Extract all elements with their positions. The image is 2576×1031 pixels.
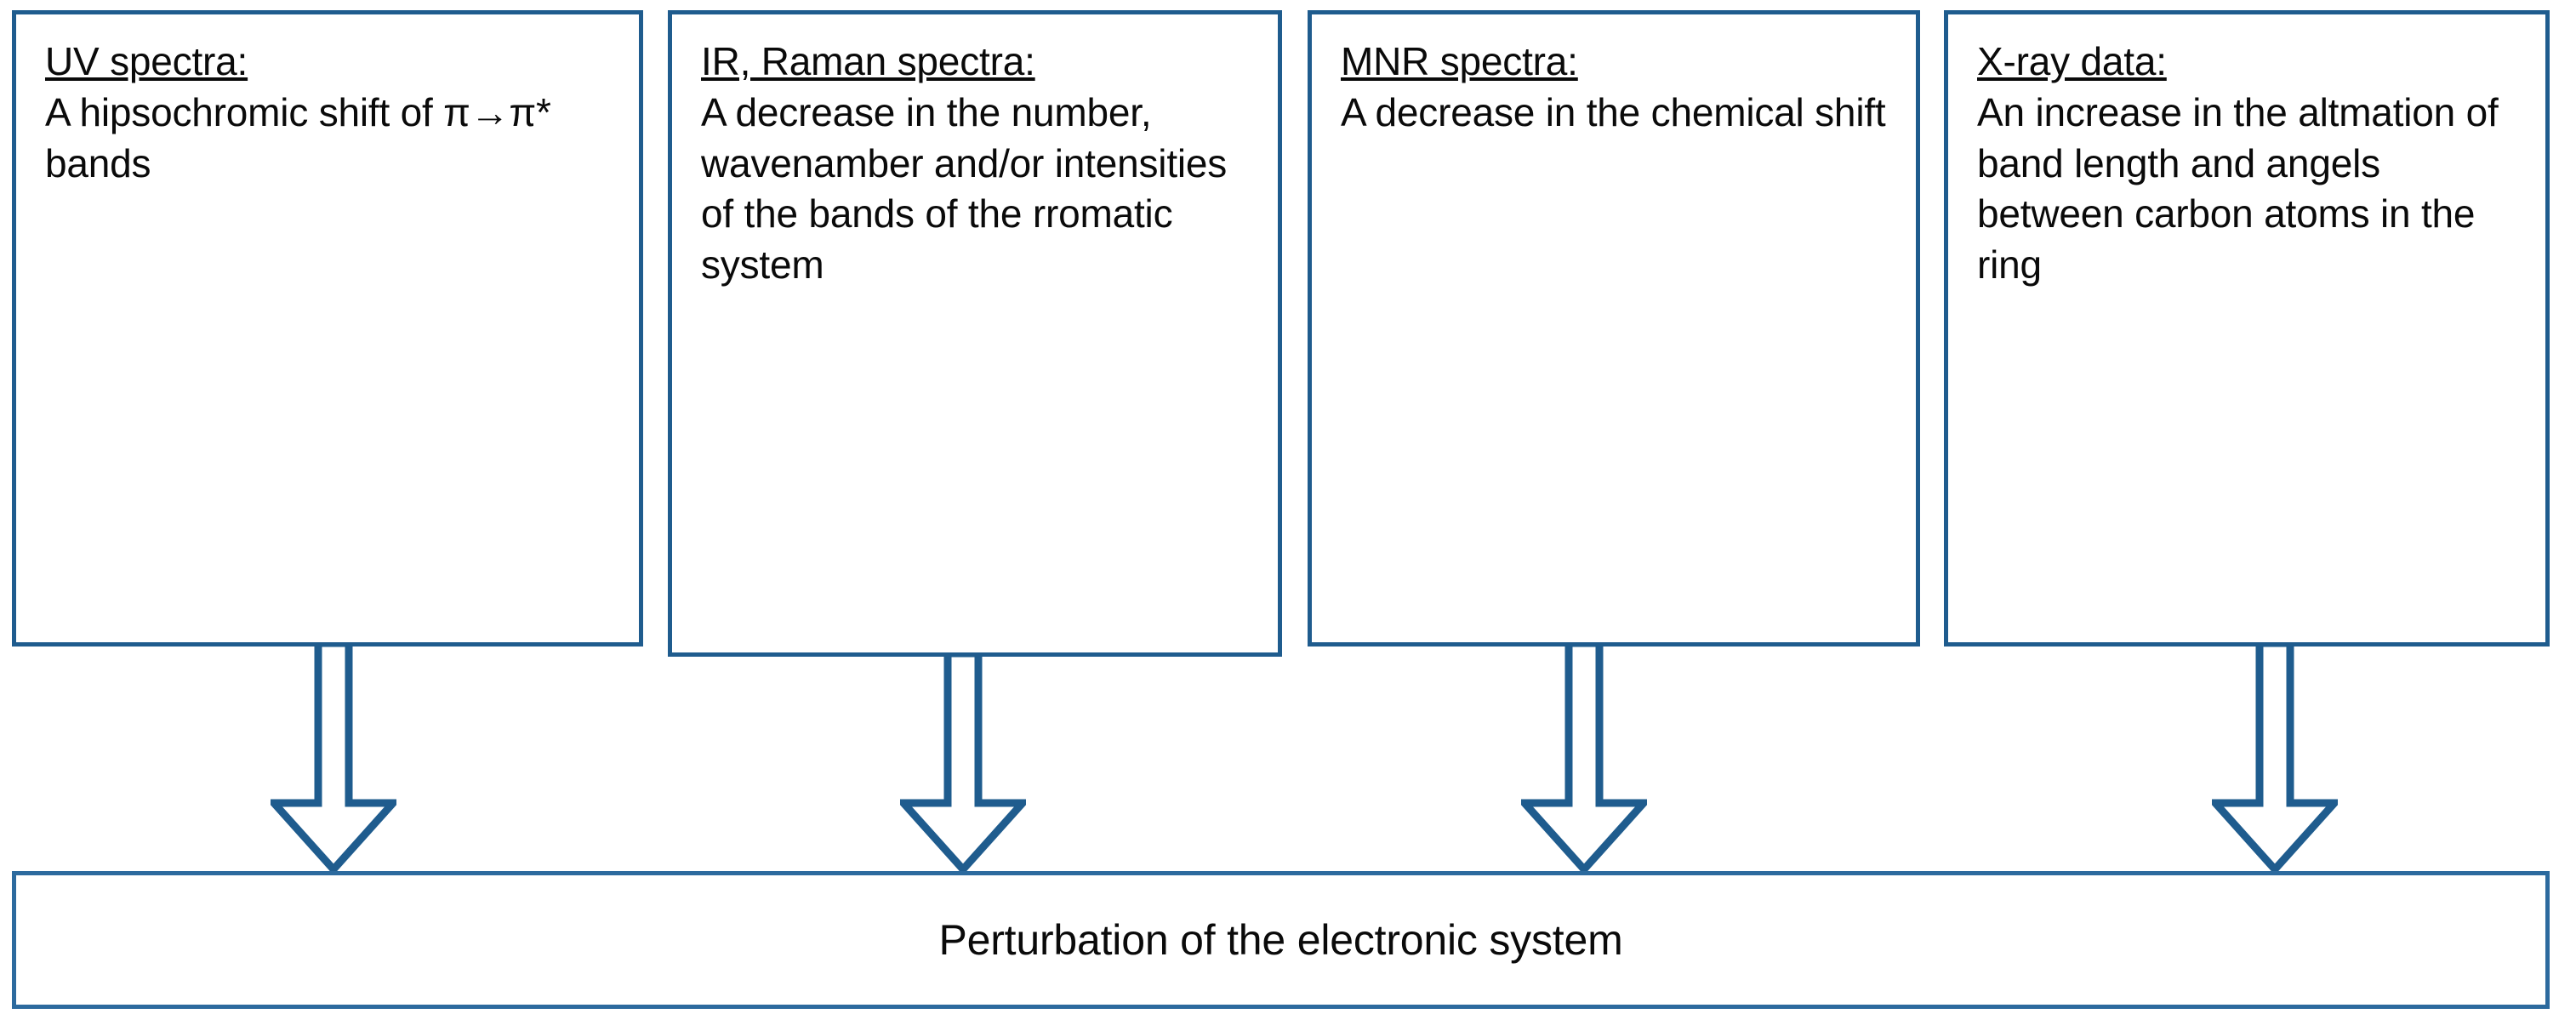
node-mnr-spectra[interactable]: MNR spectra: A decrease in the chemical … [1308, 10, 1920, 647]
down-block-arrow-icon [271, 643, 396, 874]
node-uv-spectra-title-line: UV spectra: [45, 37, 613, 88]
node-xray-data-title: X-ray data: [1977, 39, 2167, 83]
connector-arrow-xray-to-perturbation [2212, 643, 2338, 874]
node-mnr-spectra-title: MNR spectra: [1341, 39, 1578, 83]
node-uv-spectra[interactable]: UV spectra: A hipsochromic shift of π→π*… [12, 10, 643, 647]
node-xray-data-body: An increase in the altmation of band len… [1977, 89, 2499, 288]
node-ir-raman-spectra[interactable]: IR, Raman spectra: A decrease in the num… [668, 10, 1282, 657]
node-ir-raman-spectra-title-line: IR, Raman spectra: [701, 37, 1252, 88]
node-xray-data-title-line: X-ray data: [1977, 37, 2520, 88]
connector-arrow-ir-raman-to-perturbation [900, 653, 1026, 874]
node-xray-data[interactable]: X-ray data: An increase in the altmation… [1944, 10, 2550, 647]
down-block-arrow-icon [900, 653, 1026, 874]
node-mnr-spectra-title-line: MNR spectra: [1341, 37, 1890, 88]
node-ir-raman-spectra-body: A decrease in the number, wavenamber and… [701, 89, 1228, 288]
down-block-arrow-icon [2212, 643, 2338, 874]
result-perturbation-label: Perturbation of the electronic system [938, 916, 1623, 964]
node-uv-spectra-body: A hipsochromic shift of π→π* bands [45, 89, 551, 185]
connector-arrow-mnr-to-perturbation [1521, 643, 1647, 874]
down-block-arrow-icon [1521, 643, 1647, 874]
connector-arrow-uv-to-perturbation [271, 643, 396, 874]
node-ir-raman-spectra-title: IR, Raman spectra: [701, 39, 1035, 83]
result-perturbation-box[interactable]: Perturbation of the electronic system [12, 871, 2550, 1009]
node-mnr-spectra-body: A decrease in the chemical shift [1341, 89, 1886, 134]
node-uv-spectra-title: UV spectra: [45, 39, 248, 83]
